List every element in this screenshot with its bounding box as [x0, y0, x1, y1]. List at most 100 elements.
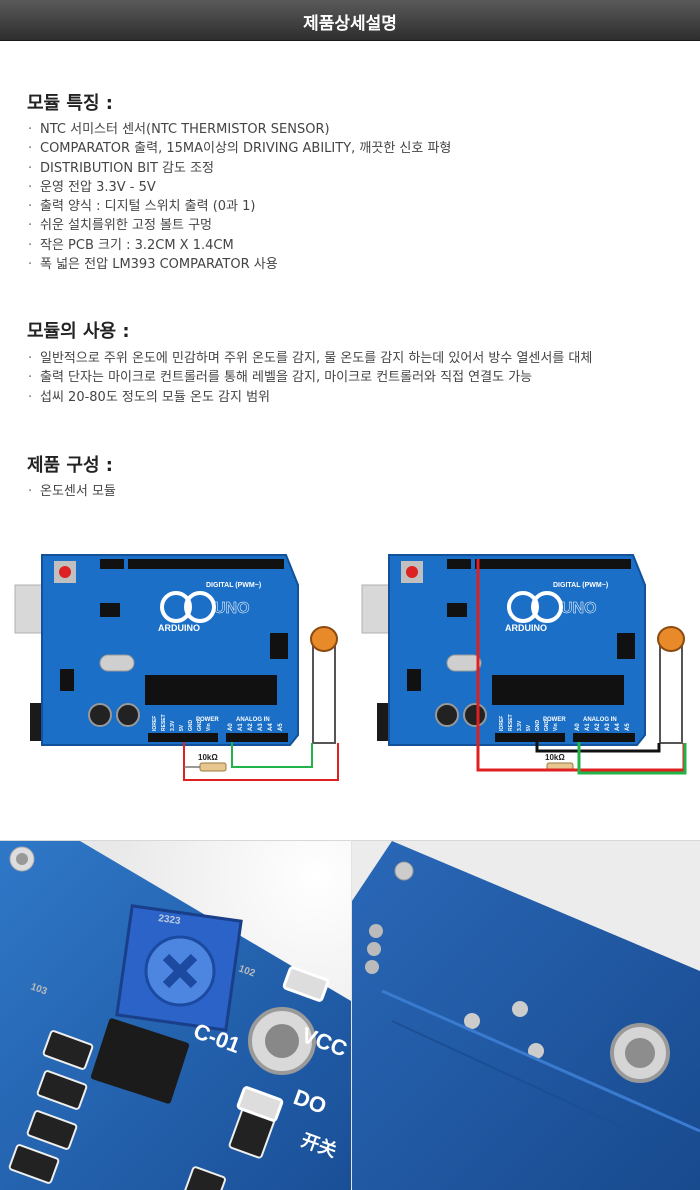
contents-list: ·온도센서 모듈	[28, 482, 116, 501]
power-pin-label: Vin	[553, 723, 559, 731]
feature-item: ·COMPARATOR 출력, 15MA이상의 DRIVING ABILITY,…	[28, 139, 451, 158]
analog-pin-label: A4	[268, 723, 274, 731]
arduino-label: ARDUINO	[158, 623, 200, 633]
usage-text: 섭씨 20-80도 정도의 모듈 온도 감지 범위	[40, 389, 271, 405]
usage-text: 출력 단자는 마이크로 컨트롤러를 통해 레벨을 감지, 마이크로 컨트롤러와 …	[40, 370, 533, 386]
analog-pin-label: A0	[575, 723, 581, 731]
bullet-dot: ·	[28, 370, 33, 386]
analog-pin-label: A3	[258, 723, 264, 731]
analog-pin-label: A2	[595, 723, 601, 731]
bullet-dot: ·	[28, 389, 33, 405]
crystal	[99, 654, 135, 672]
contents-text: 온도센서 모듈	[40, 484, 116, 499]
atmega-chip	[492, 675, 624, 705]
sensor-head	[310, 626, 338, 652]
analog-label: ANALOG IN	[583, 717, 617, 723]
resistor	[199, 762, 227, 772]
features-title: 모듈 특징 :	[27, 93, 113, 114]
features-list: ·NTC 서미스터 센서(NTC THERMISTOR SENSOR)·COMP…	[28, 120, 451, 274]
capacitor-2	[463, 703, 487, 727]
bullet-dot: ·	[28, 237, 33, 253]
power-pin-label: 3.3V	[517, 720, 523, 731]
power-label: POWER	[196, 717, 219, 723]
analog-pin-label: A5	[278, 723, 284, 731]
feature-text: 작은 PCB 크기 : 3.2CM X 1.4CM	[40, 237, 234, 253]
reset-button-cap	[59, 566, 71, 578]
content-area: 모듈 특징 : ·NTC 서미스터 센서(NTC THERMISTOR SENS…	[0, 41, 700, 840]
analog-pin-label: A2	[248, 723, 254, 731]
uno-label: UNO	[561, 600, 597, 617]
sensor-probe	[659, 642, 683, 744]
usage-item: · 섭씨 20-80도 정도의 모듈 온도 감지 범위	[28, 388, 592, 407]
digital-label: DIGITAL (PWM~)	[553, 582, 608, 589]
digital-header	[475, 559, 631, 569]
wire-green	[577, 742, 687, 775]
wiring-diagram-right: DIGITAL (PWM~) UNO ARDUINO POWER ANALOG IN IO…	[361, 554, 687, 775]
power-pin-label: GND	[544, 720, 550, 732]
feature-text: COMPARATOR 출력, 15MA이상의 DRIVING ABILITY, …	[40, 141, 452, 157]
usage-text: 일반적으로 주위 온도에 민감하며 주위 온도를 감지, 물 온도를 감지 하는…	[40, 351, 593, 366]
feature-item: ·출력 양식 : 디지털 스위치 출력 (0과 1)	[28, 197, 451, 216]
contents-title: 제품 구성 :	[27, 455, 113, 476]
bullet-dot: ·	[28, 179, 33, 195]
aref-header	[100, 559, 124, 569]
power-header	[148, 733, 218, 742]
regulator	[60, 669, 74, 691]
power-pin-label: RESET	[161, 714, 167, 731]
analog-pin-label: A1	[585, 723, 591, 731]
photo-module-front: VCC DO 开关 C-01 103 102 2323	[0, 841, 351, 1190]
feature-item: ·DISTRIBUTION BIT 감도 조정	[28, 159, 451, 178]
feature-text: 출력 양식 : 디지털 스위치 출력 (0과 1)	[40, 199, 256, 215]
digital-header	[128, 559, 284, 569]
reset-button-cap	[406, 566, 418, 578]
wire-black	[535, 742, 661, 753]
power-pin-label: 5V	[179, 724, 185, 731]
analog-pin-label: A0	[228, 723, 234, 731]
page-title: 제품상세설명	[303, 14, 397, 34]
feature-text: 운영 전압 3.3V - 5V	[40, 179, 156, 195]
arduino-label: ARDUINO	[505, 623, 547, 633]
uno-label: UNO	[214, 600, 250, 617]
sensor-probe	[312, 642, 336, 744]
usb-chip	[100, 603, 120, 617]
usage-item: ·일반적으로 주위 온도에 민감하며 주위 온도를 감지, 물 온도를 감지 하…	[28, 349, 592, 368]
usage-title: 모듈의 사용 :	[27, 321, 130, 342]
icsp-header	[617, 633, 635, 659]
power-pin-label: 5V	[526, 724, 532, 731]
analog-pin-label: A3	[605, 723, 611, 731]
contents-item: ·온도센서 모듈	[28, 482, 116, 501]
feature-item: ·NTC 서미스터 센서(NTC THERMISTOR SENSOR)	[28, 120, 451, 139]
power-header	[495, 733, 565, 742]
analog-header	[573, 733, 635, 742]
crystal	[446, 654, 482, 672]
bullet-dot: ·	[28, 218, 33, 234]
power-pin-label: 3.3V	[170, 720, 176, 731]
bullet-dot: ·	[28, 160, 33, 176]
icsp-header	[270, 633, 288, 659]
power-label: POWER	[543, 717, 566, 723]
capacitor-1	[88, 703, 112, 727]
photo-divider	[351, 840, 352, 1189]
atmega-chip	[145, 675, 277, 705]
power-pin-label: RESET	[508, 714, 514, 731]
wiring-diagrams: DIGITAL (PWM~) UNO ARDUINO POWER ANALOG IN IO…	[14, 554, 687, 781]
analog-pin-label: A1	[238, 723, 244, 731]
logo-left-ring	[507, 591, 539, 623]
feature-item: ·폭 넓은 전압 LM393 COMPARATOR 사용	[28, 255, 451, 274]
bullet-dot: ·	[28, 257, 33, 273]
power-pin-label: GND	[197, 720, 203, 732]
feature-text: 쉬운 설치를위한 고정 볼트 구멍	[40, 218, 213, 234]
power-pin-label: GND	[188, 720, 194, 732]
usage-item: · 출력 단자는 마이크로 컨트롤러를 통해 레벨을 감지, 마이크로 컨트롤러와…	[28, 368, 592, 387]
digital-label: DIGITAL (PWM~)	[206, 582, 261, 589]
label-pot: 2323	[158, 913, 182, 927]
capacitor-1	[435, 703, 459, 727]
analog-header	[226, 733, 288, 742]
power-pin-label: IOREF	[152, 716, 158, 731]
power-pin-label: Vin	[206, 723, 212, 731]
regulator	[407, 669, 421, 691]
feature-item: · 작은 PCB 크기 : 3.2CM X 1.4CM	[28, 236, 451, 255]
photo-module-back	[352, 841, 700, 1190]
power-pin-label: IOREF	[499, 716, 505, 731]
